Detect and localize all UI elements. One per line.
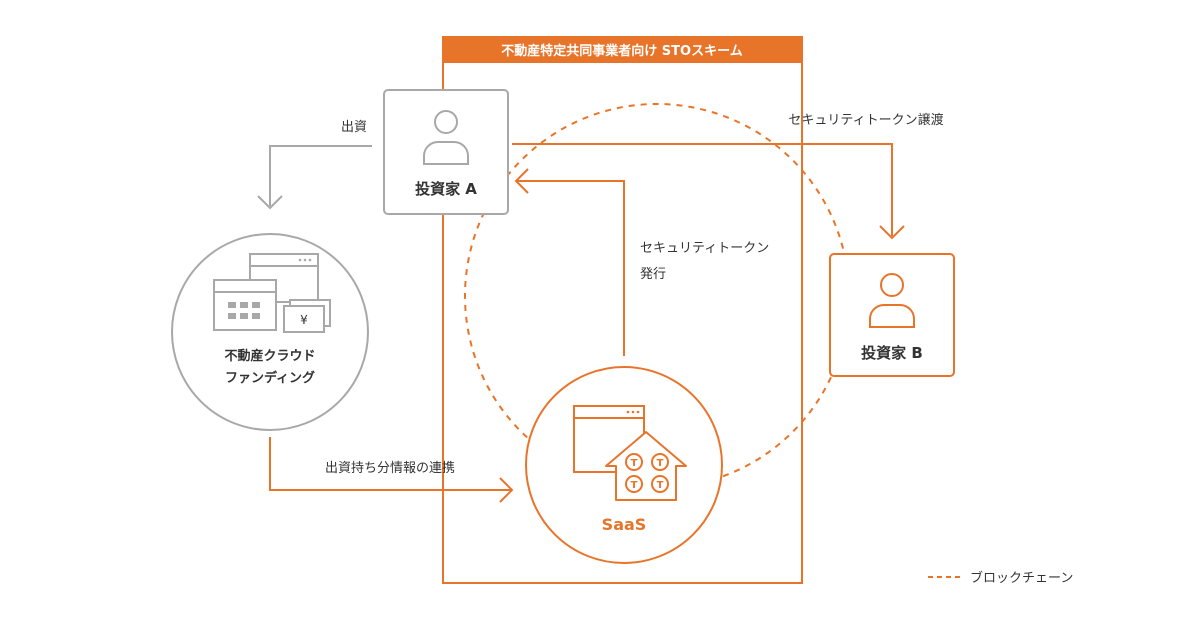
token-issue-label-line2: 発行 [640, 267, 666, 282]
crowdfunding-node: ¥ 不動産クラウド ファンディング [171, 233, 369, 431]
info-link-label: 出資持ち分情報の連携 [325, 460, 455, 476]
investor-a-node: 投資家 A [383, 89, 509, 215]
person-icon [423, 110, 469, 165]
investment-label: 出資 [341, 120, 367, 135]
investor-b-node: 投資家 B [829, 253, 955, 377]
token-issue-arrow [514, 168, 625, 356]
token-transfer-arrow [512, 143, 905, 240]
yen-symbol: ¥ [300, 313, 308, 327]
saas-label: SaaS [602, 515, 647, 534]
token-issue-label-line1: セキュリティトークン [640, 241, 769, 256]
token-transfer-label: セキュリティトークン譲渡 [788, 112, 943, 128]
investment-arrow [257, 145, 372, 210]
token-t-2: T [657, 458, 664, 469]
token-t-3: T [631, 480, 638, 491]
scheme-frame: 不動産特定共同事業者向け STOスキーム [442, 36, 803, 584]
building-money-icon [213, 253, 331, 333]
scheme-title: 不動産特定共同事業者向け STOスキーム [501, 43, 742, 59]
scheme-title-bar [443, 37, 802, 63]
legend: ブロックチェーン [928, 570, 1073, 586]
investor-b-label: 投資家 B [861, 344, 923, 362]
house-token-icon [573, 405, 687, 501]
token-t-1: T [631, 458, 638, 469]
legend-label: ブロックチェーン [970, 570, 1073, 586]
crowdfunding-label-line2: ファンディング [225, 370, 315, 386]
info-link-arrow [269, 437, 514, 503]
saas-node: T T T T SaaS [525, 366, 723, 564]
person-icon [869, 273, 915, 328]
investor-a-label: 投資家 A [415, 180, 477, 198]
crowdfunding-label-line1: 不動産クラウド [224, 348, 315, 364]
token-t-4: T [657, 480, 664, 491]
